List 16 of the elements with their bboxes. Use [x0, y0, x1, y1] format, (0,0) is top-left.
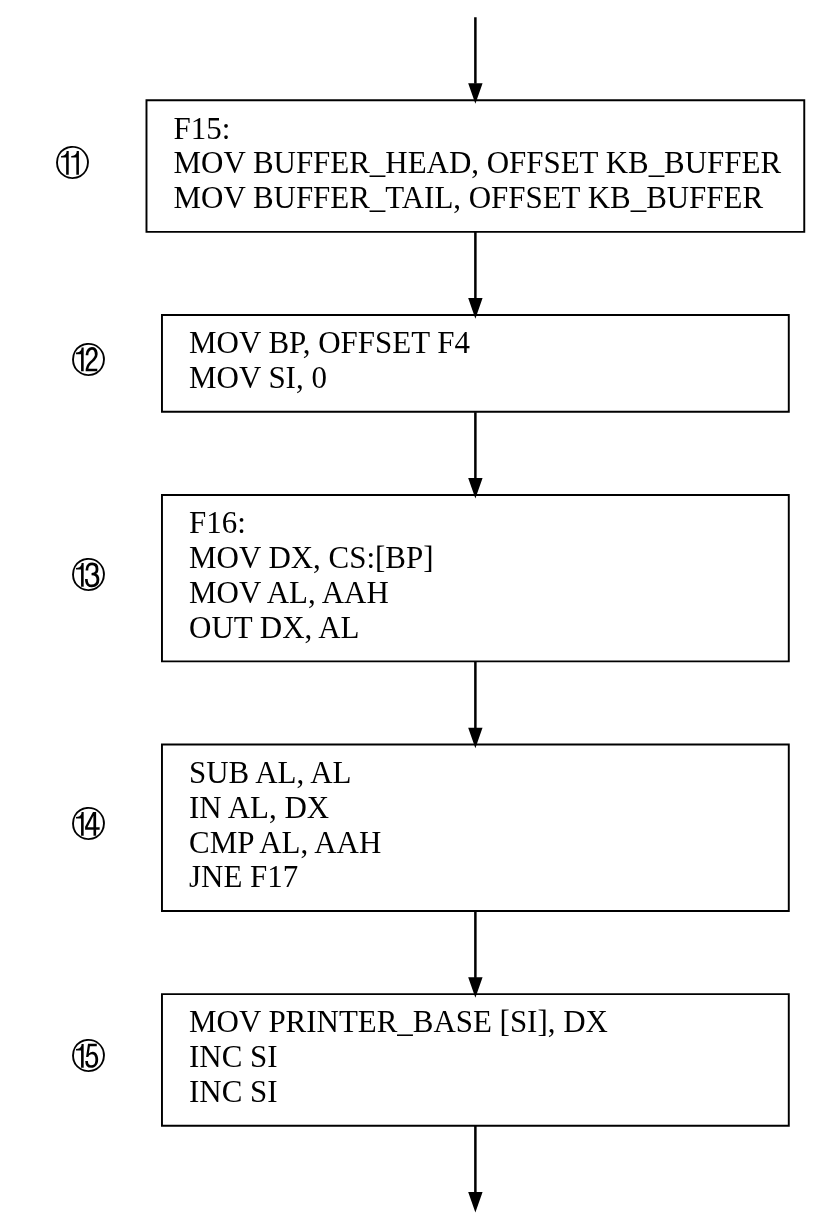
arrow	[467, 231, 483, 319]
node-label: ⑫	[70, 339, 106, 380]
node-box: F16: MOV DX, CS:[BP] MOV AL, AAH OUT DX, AL	[160, 494, 790, 663]
node-box: SUB AL, AL IN AL, DX CMP AL, AAH JNE F17	[160, 743, 790, 912]
arrow	[467, 1125, 483, 1213]
arrow	[467, 17, 483, 104]
node-label: ⑪	[54, 142, 90, 183]
node-box: F15: MOV BUFFER_HEAD, OFFSET KB_BUFFER MOV BUFFER_TAIL, OFFSET KB_BUFFER	[145, 99, 805, 233]
arrow	[467, 661, 483, 749]
node-label: ⑬	[70, 554, 106, 595]
node-label: ⑭	[70, 804, 106, 845]
arrow	[467, 911, 483, 998]
node-box: MOV PRINTER_BASE [SI], DX INC SI INC SI	[160, 993, 790, 1127]
node-box: MOV BP, OFFSET F4 MOV SI, 0	[160, 314, 790, 413]
arrow	[467, 412, 483, 499]
node-label: ⑮	[70, 1036, 106, 1077]
